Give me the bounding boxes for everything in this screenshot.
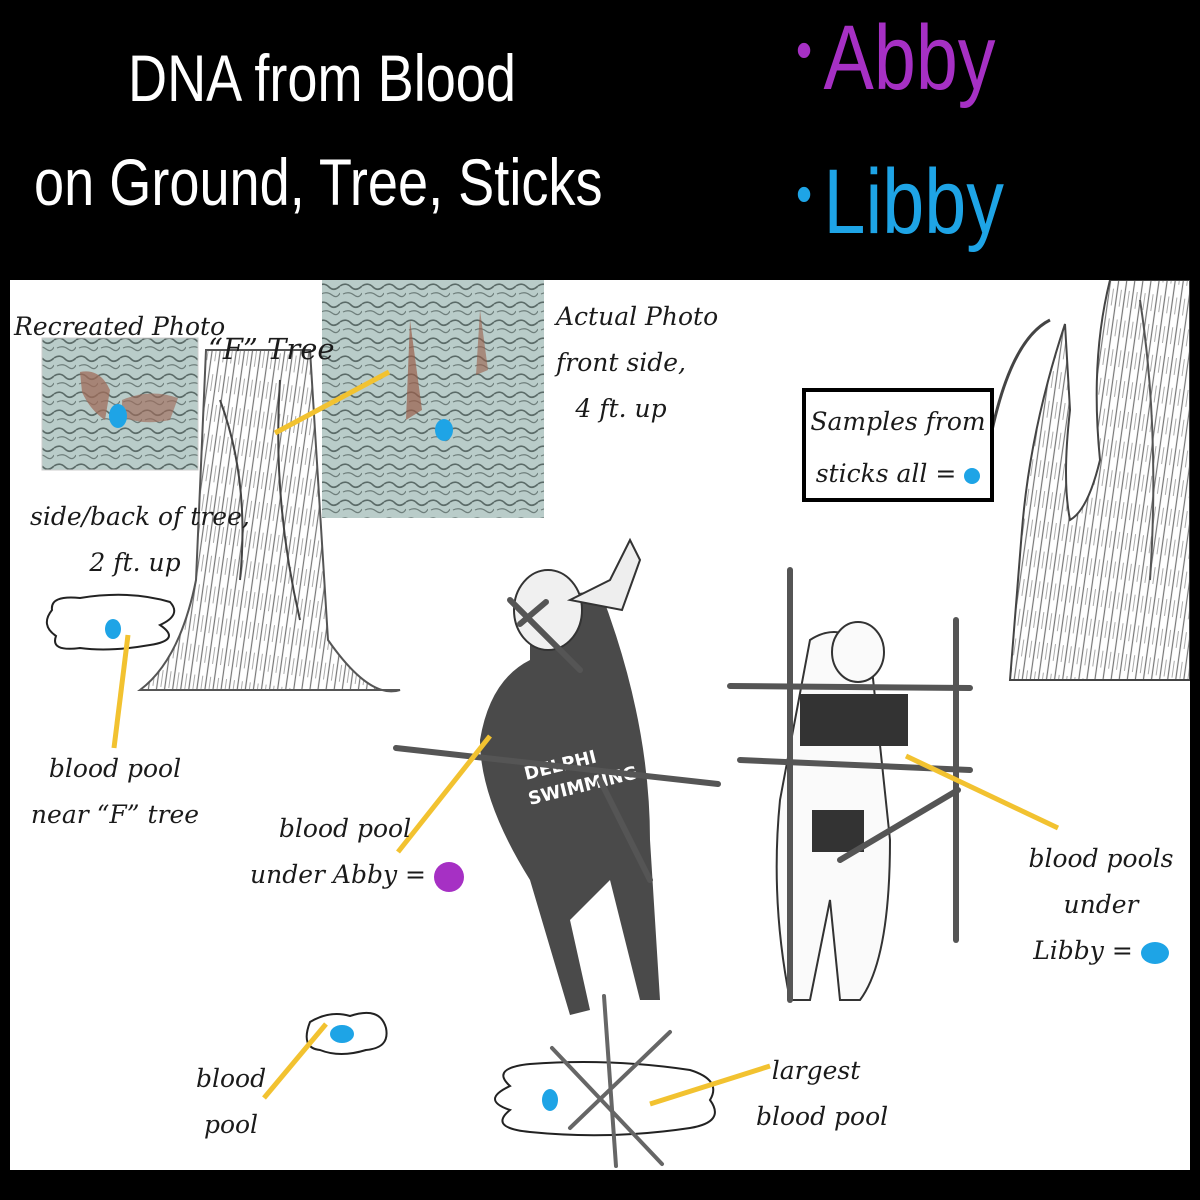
legend-item-libby: •Libby	[796, 150, 1004, 255]
label-blood-pools-libby-line3: Libby =	[1026, 928, 1176, 974]
censor-bar-1	[800, 694, 908, 746]
label-blood-pool-abby-line2-text: under Abby =	[250, 860, 426, 889]
label-actual-photo-line1: Actual Photo	[556, 302, 719, 331]
samples-line2-text: sticks all =	[815, 459, 957, 488]
libby-dna-marker-recreated	[109, 404, 127, 428]
label-recreated-photo: Recreated Photo	[14, 312, 226, 341]
title-line-2: on Ground, Tree, Sticks	[34, 145, 603, 219]
blood-pool-small	[305, 1012, 388, 1055]
actual-photo	[322, 280, 544, 518]
label-blood-pools-libby-line3-text: Libby =	[1033, 936, 1133, 965]
samples-from-sticks-box: Samples from sticks all =	[802, 388, 994, 502]
label-largest-line2: blood pool	[756, 1102, 889, 1131]
pointer-f-tree-to-photo	[273, 369, 391, 436]
censor-bar-2	[812, 810, 864, 852]
legend-label-libby: Libby	[823, 151, 1004, 253]
libby-dna-marker-largest	[542, 1089, 558, 1111]
blood-pool-near-f-tree	[45, 593, 176, 651]
header-bar: DNA from Blood on Ground, Tree, Sticks •…	[0, 0, 1200, 272]
label-blood-pools-libby-line1: blood pools	[1028, 844, 1174, 873]
pointer-pool-small	[262, 1022, 328, 1100]
pointer-pool-f	[111, 634, 131, 749]
label-blood-pool-small: blood pool	[196, 1056, 266, 1148]
scene-panel: DELPHI SWIMMING	[10, 280, 1190, 1170]
forked-tree-sketch	[988, 280, 1190, 681]
label-side-back-line1: side/back of tree,	[30, 502, 250, 531]
label-f-tree: “F” Tree	[208, 332, 335, 366]
label-actual-photo: Actual Photo front side, 4 ft. up	[556, 294, 719, 432]
label-blood-pool-small-line2: pool	[203, 1110, 259, 1139]
pointer-abby	[396, 734, 492, 854]
title-line-1: DNA from Blood	[128, 41, 517, 115]
label-blood-pool-f: blood pool near “F” tree	[30, 746, 200, 838]
f-tree-sketch	[137, 349, 401, 693]
label-blood-pools-libby-line2: under	[1063, 890, 1139, 919]
largest-blood-pool	[494, 994, 716, 1168]
abby-sticks	[393, 597, 721, 883]
label-side-back: side/back of tree, 2 ft. up	[30, 494, 250, 586]
label-blood-pool-abby-line1: blood pool	[278, 814, 412, 843]
libby-figure	[775, 621, 908, 1001]
libby-dna-marker-actual	[435, 419, 453, 441]
label-blood-pools-libby: blood pools under Libby =	[1026, 836, 1176, 974]
libby-dot-pools	[1140, 941, 1169, 964]
legend-bullet-abby: •	[796, 18, 813, 81]
label-largest-pool: largest blood pool	[756, 1048, 889, 1140]
pointer-libby	[904, 753, 1060, 831]
scene-illustration: DELPHI SWIMMING	[41, 280, 1190, 1168]
abby-dot	[433, 861, 464, 892]
libby-dna-marker-pool-f	[105, 619, 121, 639]
libby-dna-marker-pool-small	[330, 1025, 354, 1043]
label-blood-pool-abby: blood pool under Abby =	[250, 806, 464, 898]
label-side-back-line2: 2 ft. up	[89, 548, 181, 577]
libby-dot-sticks	[964, 467, 981, 484]
legend-bullet-libby: •	[796, 162, 813, 225]
samples-line1: Samples from	[810, 407, 986, 436]
label-blood-pool-abby-line2: under Abby =	[250, 852, 464, 898]
label-blood-pool-f-line2: near “F” tree	[30, 800, 200, 829]
label-largest-line1: largest	[771, 1056, 861, 1085]
recreated-photo	[41, 337, 199, 471]
legend-item-abby: •Abby	[796, 6, 996, 111]
label-blood-pool-f-line1: blood pool	[48, 754, 182, 783]
label-actual-photo-line2: front side,	[556, 348, 686, 377]
samples-line2: sticks all =	[806, 452, 990, 496]
label-actual-photo-line3: 4 ft. up	[575, 394, 667, 423]
pointer-largest	[649, 1063, 771, 1107]
label-blood-pool-small-line1: blood	[196, 1064, 267, 1093]
legend-label-abby: Abby	[823, 7, 996, 109]
